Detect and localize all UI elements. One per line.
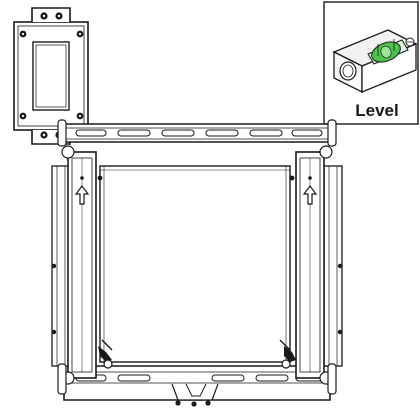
left-safety-lock: [98, 339, 113, 369]
level-bubble-vial: [371, 39, 401, 63]
top-rail: [63, 123, 331, 143]
bottom-rail: [63, 365, 331, 407]
level-icon: [332, 29, 418, 94]
left-arm: [51, 145, 113, 385]
up-arrow-icon: [302, 185, 318, 205]
bottom-center-bracket: [171, 383, 219, 407]
right-safety-lock: [279, 339, 296, 369]
mount-frame: [51, 119, 343, 407]
up-arrow-icon: [74, 185, 90, 205]
level-label: Level: [355, 101, 399, 120]
level-inset: [323, 1, 419, 125]
wall-bracket: [13, 7, 89, 145]
